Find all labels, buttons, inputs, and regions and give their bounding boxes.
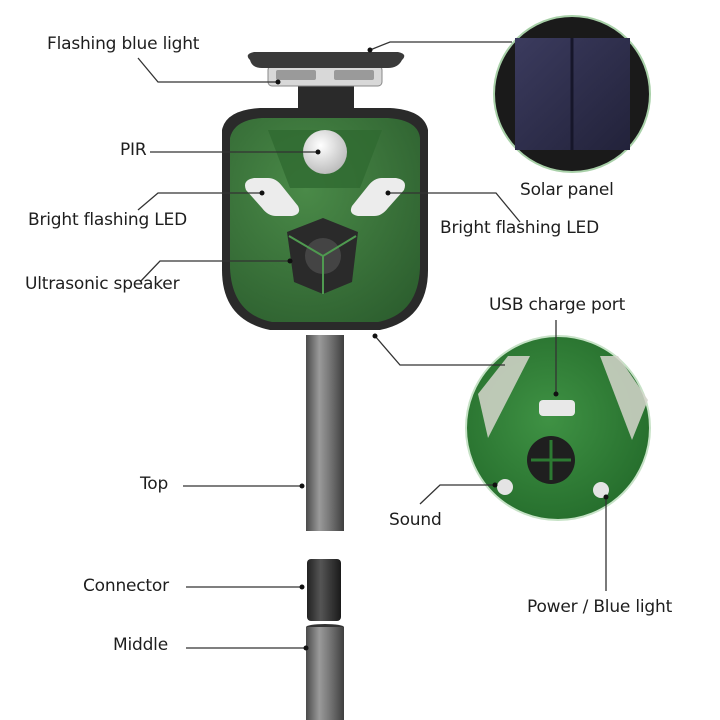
pir-sensor: [303, 130, 347, 174]
pole-top: [306, 335, 344, 531]
leader-lines: [137, 41, 607, 649]
led-left: [245, 178, 300, 216]
ultrasonic-speaker: [287, 218, 358, 294]
solar-panel-inset: [493, 15, 651, 173]
label-middle: Middle: [113, 635, 168, 655]
sound-button: [497, 479, 513, 495]
label-solar-panel: Solar panel: [520, 180, 614, 200]
label-bright-flashing-led-left: Bright flashing LED: [28, 210, 187, 230]
label-sound: Sound: [389, 510, 442, 530]
label-pir: PIR: [120, 140, 147, 160]
label-connector: Connector: [83, 576, 169, 596]
label-bright-flashing-led-right: Bright flashing LED: [440, 218, 599, 238]
label-power-blue-light: Power / Blue light: [527, 597, 673, 617]
pole-connector: [307, 559, 341, 621]
label-usb-charge-port: USB charge port: [489, 295, 626, 315]
led-right: [350, 178, 405, 216]
label-flashing-blue-light: Flashing blue light: [47, 34, 200, 54]
leader-dots: [259, 47, 609, 651]
usb-port: [539, 400, 575, 416]
label-top: Top: [140, 474, 169, 494]
pole-middle: [306, 624, 344, 720]
power-button: [593, 482, 609, 498]
label-ultrasonic-speaker: Ultrasonic speaker: [25, 274, 180, 294]
bottom-view-inset: [465, 335, 651, 521]
